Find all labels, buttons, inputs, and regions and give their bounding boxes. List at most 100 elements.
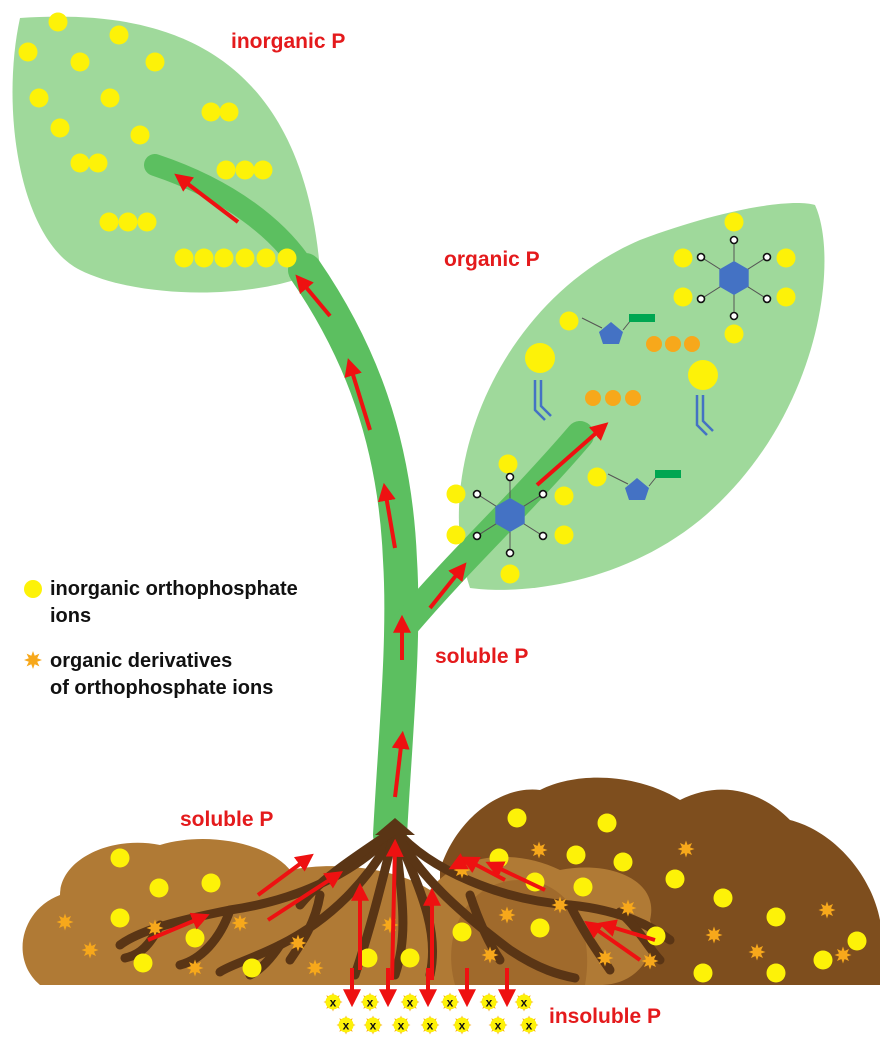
insoluble-marker: x [427,1019,434,1033]
legend-organic-icon [24,651,42,669]
insoluble-marker: x [398,1019,405,1033]
inorganic-ion [498,454,518,474]
insoluble-marker: x [486,996,493,1010]
inorganic-ion [185,928,205,948]
organic-ion-star [146,919,164,937]
organic-ion-star [186,959,204,977]
lipid-tail [695,395,708,436]
inorganic-ion [530,918,550,938]
label-organic-p: organic P [444,248,540,271]
insoluble-ion [325,994,341,1010]
organic-ion-star [748,943,766,961]
label-inorganic-p: inorganic P [231,30,346,53]
label-insoluble-p: insoluble P [549,1005,662,1028]
inorganic-ion [235,160,255,180]
oxygen-atom [538,531,548,541]
organic-ion-star [596,949,614,967]
inorganic-ion [88,153,108,173]
insoluble-marker: x [459,1019,466,1033]
lipid-tail [701,395,714,432]
inorganic-ion [145,52,165,72]
inorganic-ion [500,564,520,584]
inorganic-ion [194,248,214,268]
organic-ion-star [289,934,307,952]
lipid-tail [533,380,546,421]
bond-line [581,317,603,329]
transport-arrow [485,861,546,892]
organic-ion-star [834,946,852,964]
root [175,905,235,970]
inorganic-ion-large [688,360,718,390]
oxygen-atom [762,252,772,262]
insoluble-marker: x [330,996,337,1010]
inorganic-ion [277,248,297,268]
organic-ion-star [231,914,249,932]
inorganic-ion [507,808,527,828]
legend-organic-line2: of orthophosphate ions [50,677,274,699]
insoluble-marker: x [521,996,528,1010]
insoluble-ion [481,994,497,1010]
inorganic-ion [149,878,169,898]
inorganic-ion [48,12,68,32]
organic-ion-star [677,840,695,858]
transport-arrow [428,562,467,610]
oxygen-atom [762,294,772,304]
insoluble-ion [393,1017,409,1033]
oxygen-atom [472,489,482,499]
transport-arrow [174,173,240,224]
root [390,825,580,983]
inorganic-ion [174,248,194,268]
insoluble-ion [490,1017,506,1033]
sugar-ring [625,478,649,500]
transport-arrow [344,358,372,431]
oxygen-atom [729,235,739,245]
inorganic-ion [452,922,472,942]
organic-ion [605,390,621,406]
inorganic-ion [358,948,378,968]
organic-ion-star [619,899,637,917]
oxygen-atom [696,294,706,304]
inorganic-ion [219,102,239,122]
transport-arrow [535,422,609,487]
insoluble-ion [422,1017,438,1033]
oxygen-atom [472,531,482,541]
inorganic-ion [766,907,786,927]
inorganic-ion [18,42,38,62]
insoluble-marker: x [367,996,374,1010]
insoluble-marker: x [495,1019,502,1033]
inorganic-ion [597,813,617,833]
inorganic-ion [559,311,579,331]
insoluble-ion [338,1017,354,1033]
inorganic-ion [100,88,120,108]
insoluble-marker: x [370,1019,377,1033]
organic-ion-star [551,896,569,914]
organic-ion [625,390,641,406]
inorganic-ion [70,153,90,173]
root [215,825,400,977]
inorganic-ion [216,160,236,180]
inorganic-ion [110,908,130,928]
inositol-ring [719,261,749,295]
legend-inorganic-icon [24,580,42,598]
inorganic-ion [613,852,633,872]
inorganic-ion [29,88,49,108]
inorganic-ion [673,287,693,307]
bond-line [607,473,629,485]
inorganic-ion [50,118,70,138]
inorganic-ion [235,248,255,268]
transport-arrow [385,838,404,981]
inorganic-ion [776,248,796,268]
inorganic-ion [573,877,593,897]
insoluble-ion [454,1017,470,1033]
inorganic-ion [110,848,130,868]
organic-ion-star [530,841,548,859]
legend-inorganic-line2: ions [50,605,92,627]
transport-arrow [256,853,314,897]
inositol-ring [495,498,525,532]
insoluble-ion [402,994,418,1010]
transport-arrow [266,871,344,922]
transport-arrow [598,919,656,942]
ion-layer [18,12,867,983]
